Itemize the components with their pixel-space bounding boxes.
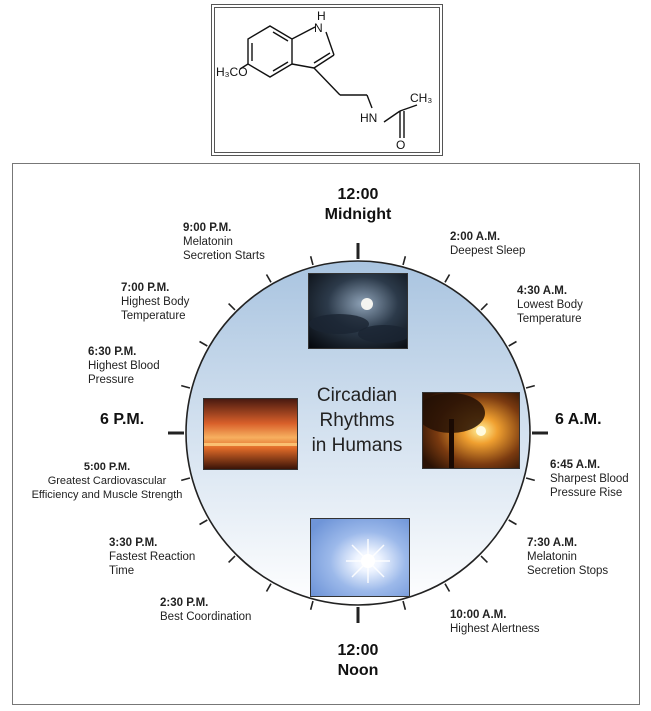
hour-tick [228, 555, 236, 563]
event-5pm: 5:00 P.M. Greatest Cardiovascular Effici… [14, 460, 200, 502]
hour-tick [181, 384, 191, 389]
title-line-1: Circadian [316, 385, 398, 406]
event-430am: 4:30 A.M. Lowest Body Temperature [517, 284, 583, 326]
event-text: Time [109, 565, 135, 577]
hour-tick [228, 303, 236, 311]
event-10am: 10:00 A.M. Highest Alertness [450, 608, 540, 636]
noon-time: 12:00 [337, 642, 379, 659]
event-text: Best Coordination [160, 611, 252, 623]
noon-sun-photo [310, 518, 410, 597]
event-2am: 2:00 A.M. Deepest Sleep [450, 230, 525, 258]
event-time: 7:30 A.M. [527, 537, 578, 549]
event-time: 6:30 P.M. [88, 346, 137, 358]
event-9pm: 9:00 P.M. Melatonin Secretion Starts [183, 221, 265, 263]
hour-tick [265, 274, 272, 283]
event-730am: 7:30 A.M. Melatonin Secretion Stops [527, 536, 608, 578]
midnight-time: 12:00 [337, 186, 379, 203]
event-time: 10:00 A.M. [450, 609, 507, 621]
sunrise-tree-photo [422, 392, 520, 469]
event-time: 2:30 P.M. [160, 597, 209, 609]
hour-tick [309, 256, 314, 266]
clock-ticks [168, 243, 548, 623]
event-text: Highest Blood [88, 360, 160, 372]
hour-tick [199, 340, 208, 347]
event-645am: 6:45 A.M. Sharpest Blood Pressure Rise [550, 458, 629, 500]
event-230pm: 2:30 P.M. Best Coordination [160, 596, 251, 624]
six-am-marker: 6 A.M. [555, 411, 602, 428]
event-text: Deepest Sleep [450, 245, 526, 257]
title-line-2: Rhythms [319, 410, 395, 431]
noon-marker: 12:00 Noon [308, 641, 408, 681]
event-630pm: 6:30 P.M. Highest Blood Pressure [88, 345, 160, 387]
event-time: 5:00 P.M. [83, 461, 131, 473]
event-time: 7:00 P.M. [121, 282, 170, 294]
event-text: Pressure Rise [550, 487, 623, 499]
event-330pm: 3:30 P.M. Fastest Reaction Time [109, 536, 195, 578]
molecule-structure-panel: H N H₃CO HN CH₃ O [211, 4, 443, 156]
event-text: Lowest Body [517, 299, 583, 311]
event-text: Efficiency and Muscle Strength [31, 489, 183, 501]
event-text: Melatonin [183, 236, 233, 248]
event-text: Greatest Cardiovascular [47, 475, 167, 487]
event-text: Fastest Reaction [109, 551, 196, 563]
hour-tick [181, 477, 191, 482]
night-moon-photo [308, 273, 408, 349]
hour-tick [508, 340, 517, 347]
clock-face [185, 260, 531, 606]
sunset-photo [203, 398, 298, 470]
hour-tick [480, 555, 488, 563]
hour-tick [402, 256, 407, 266]
midnight-word: Midnight [324, 206, 392, 223]
hour-tick [480, 303, 488, 311]
hour-tick [444, 583, 451, 592]
event-text: Pressure [88, 374, 135, 386]
hour-tick [199, 519, 208, 526]
event-text: Sharpest Blood [550, 473, 629, 485]
event-text: Melatonin [527, 551, 577, 563]
hour-tick [508, 519, 517, 526]
hour-tick [265, 583, 272, 592]
event-time: 4:30 A.M. [517, 285, 568, 297]
event-time: 2:00 A.M. [450, 231, 501, 243]
diagram-title: Circadian Rhythms in Humans [282, 383, 432, 458]
hour-tick [444, 274, 451, 283]
event-time: 9:00 P.M. [183, 222, 232, 234]
hour-tick [525, 384, 535, 389]
hour-tick [309, 600, 314, 610]
event-text: Highest Body [121, 296, 190, 308]
event-7pm: 7:00 P.M. Highest Body Temperature [121, 281, 189, 323]
noon-word: Noon [337, 662, 379, 679]
hour-tick [402, 600, 407, 610]
title-line-3: in Humans [311, 435, 403, 456]
event-text: Temperature [517, 313, 582, 325]
six-pm-marker: 6 P.M. [100, 411, 145, 428]
event-text: Secretion Stops [527, 565, 609, 577]
hour-tick [525, 477, 535, 482]
midnight-marker: 12:00 Midnight [308, 185, 408, 225]
event-time: 3:30 P.M. [109, 537, 158, 549]
event-text: Temperature [121, 310, 186, 322]
event-text: Secretion Starts [183, 250, 265, 262]
event-time: 6:45 A.M. [550, 459, 601, 471]
event-text: Highest Alertness [450, 623, 540, 635]
